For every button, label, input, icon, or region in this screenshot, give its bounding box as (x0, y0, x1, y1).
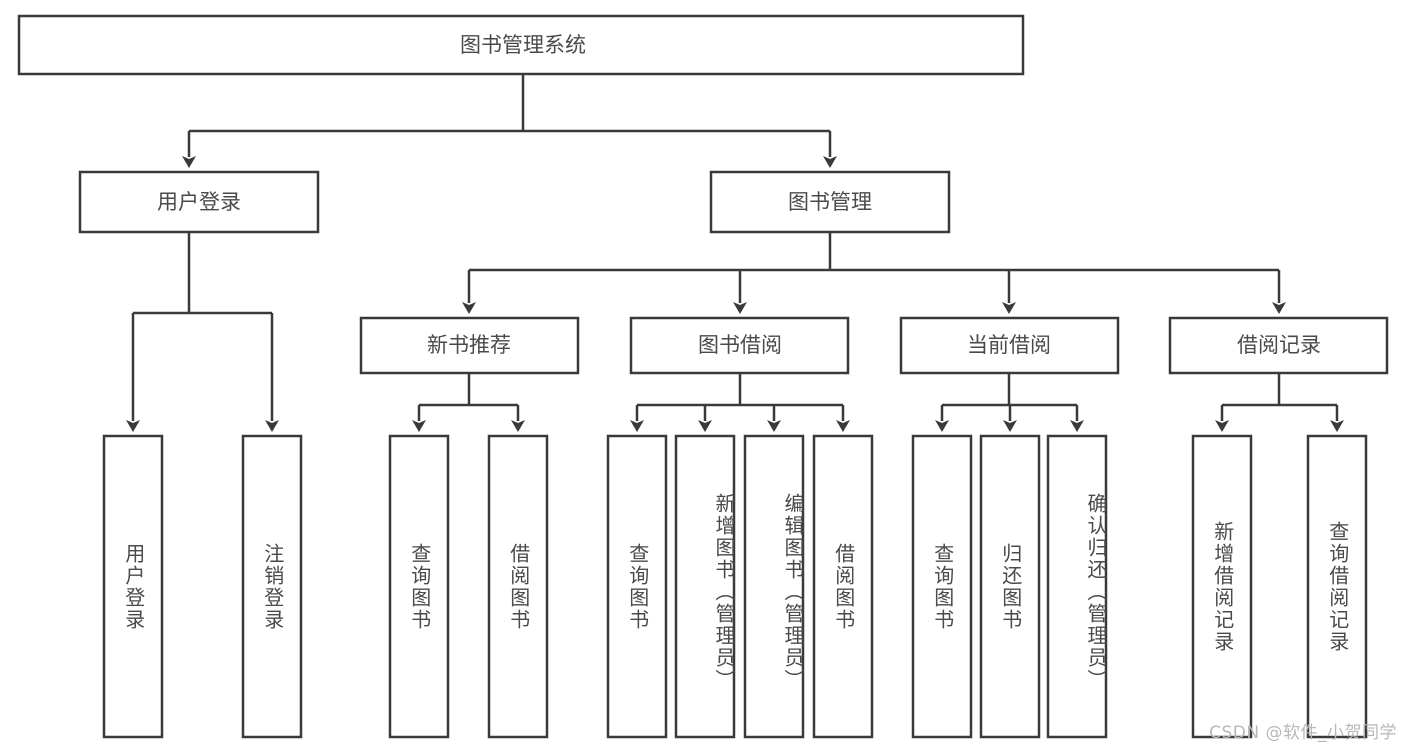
leaf-box-current-borrow-3[interactable] (1046, 434, 1108, 739)
csdn-watermark: CSDN @软件_小贺同学 (1209, 723, 1397, 743)
leaf-box-borrow-record-1[interactable] (1191, 434, 1253, 739)
node-root-box[interactable] (17, 14, 1025, 76)
leaf-box-book-borrow-2[interactable] (674, 434, 736, 739)
leaf-box-new-book-2[interactable] (487, 434, 549, 739)
leaf-box-new-book-1[interactable] (388, 434, 450, 739)
node-new-book-box[interactable] (359, 316, 580, 375)
node-book-borrow-box[interactable] (629, 316, 850, 375)
leaf-box-current-borrow-2[interactable] (979, 434, 1041, 739)
leaf-box-user-login-1[interactable] (102, 434, 164, 739)
leaf-box-user-login-2[interactable] (241, 434, 303, 739)
leaf-box-book-borrow-4[interactable] (812, 434, 874, 739)
node-current-borrow-label: 当前借阅 (967, 333, 1051, 357)
node-book-management-label: 图书管理 (788, 190, 872, 214)
node-borrow-record-box[interactable] (1168, 316, 1389, 375)
leaf-box-book-borrow-3[interactable] (743, 434, 805, 739)
node-book-management-box[interactable] (709, 170, 951, 234)
node-root-label: 图书管理系统 (460, 33, 586, 57)
node-current-borrow-box[interactable] (899, 316, 1120, 375)
node-borrow-record-label: 借阅记录 (1237, 333, 1321, 357)
node-new-book-label: 新书推荐 (427, 333, 511, 357)
leaf-box-book-borrow-1[interactable] (606, 434, 668, 739)
node-user-login-label: 用户登录 (157, 190, 241, 214)
leaf-box-current-borrow-1[interactable] (911, 434, 973, 739)
node-book-borrow-label: 图书借阅 (698, 333, 782, 357)
leaf-box-borrow-record-2[interactable] (1306, 434, 1368, 739)
node-user-login-box[interactable] (78, 170, 320, 234)
